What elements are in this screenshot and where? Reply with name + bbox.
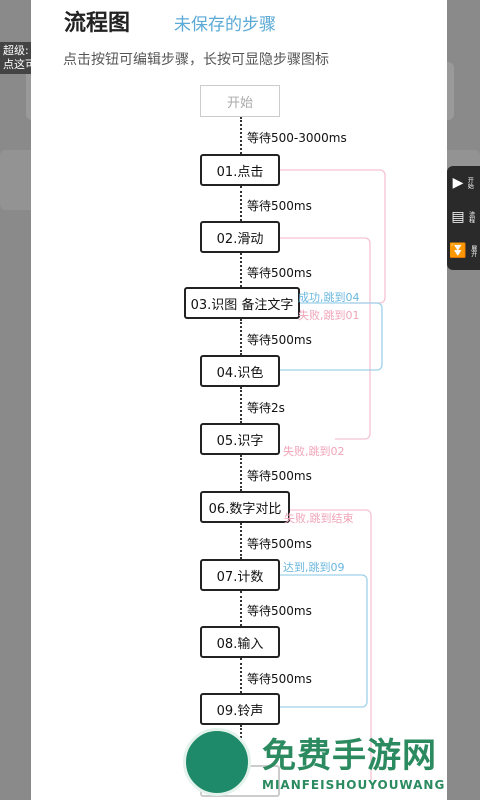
dialog-title: 流程图 <box>64 11 131 36</box>
start-node[interactable]: 开始 <box>200 85 280 117</box>
connector <box>240 523 242 559</box>
branch-label-fail-end: 失败,跳到结束 <box>284 512 354 525</box>
step-07-button[interactable]: 07.计数 <box>200 559 280 591</box>
flow-button[interactable]: ▤流程 <box>451 209 475 225</box>
branch-label-reach-09: 达到,跳到09 <box>283 561 345 574</box>
flowchart-dialog: 流程图 未保存的步骤 点击按钮可编辑步骤，长按可显隐步骤图标 开始 等待500-… <box>31 0 447 800</box>
wait-label: 等待500ms <box>247 604 312 618</box>
connector <box>240 319 242 355</box>
flow-icon: ▤ <box>451 209 465 225</box>
branch-label-fail-02: 失败,跳到02 <box>283 445 345 458</box>
dialog-hint: 点击按钮可编辑步骤，长按可显隐步骤图标 <box>63 52 329 68</box>
expand-button[interactable]: ⏬展开 <box>449 243 477 259</box>
play-icon: ▶ <box>452 175 464 191</box>
play-button[interactable]: ▶开始 <box>452 175 474 191</box>
connector <box>240 387 242 423</box>
branch-links <box>280 169 386 780</box>
connector <box>240 186 242 221</box>
step-08-button[interactable]: 08.输入 <box>200 626 280 658</box>
connector <box>240 455 242 491</box>
branch-label-fail-01: 失败,跳到01 <box>298 309 360 322</box>
step-02-button[interactable]: 02.滑动 <box>200 221 280 253</box>
link-fail-01 <box>280 169 386 304</box>
connector <box>240 591 242 626</box>
wait-label: 等待500ms <box>247 537 312 551</box>
wait-label: 等待500-3000ms <box>247 131 347 145</box>
wait-label: 等待500ms <box>247 672 312 686</box>
step-04-button[interactable]: 04.识色 <box>200 355 280 387</box>
step-09-button[interactable]: 09.铃声 <box>200 693 280 725</box>
link-reach-09 <box>280 574 368 708</box>
watermark-logo <box>183 728 251 796</box>
link-success-04 <box>280 302 383 371</box>
connector <box>240 253 242 287</box>
wait-label: 等待500ms <box>247 333 312 347</box>
expand-icon: ⏬ <box>449 243 467 259</box>
connector <box>240 658 242 693</box>
branch-label-success-04: 成功,跳到04 <box>298 291 360 304</box>
wait-label: 等待500ms <box>247 199 312 213</box>
wait-label: 等待500ms <box>247 266 312 280</box>
dialog-subtitle: 未保存的步骤 <box>174 15 276 35</box>
wait-label: 等待2s <box>247 401 285 415</box>
wait-label: 等待500ms <box>247 469 312 483</box>
link-fail-end <box>280 509 372 780</box>
watermark-text: 免费手游网 <box>262 736 437 776</box>
watermark-subtext: MIANFEISHOUYOUWANG <box>262 778 446 792</box>
step-06-button[interactable]: 06.数字对比 <box>200 491 290 523</box>
floating-side-panel: ▶开始 ▤流程 ⏬展开 <box>447 166 480 270</box>
connector <box>240 117 242 154</box>
link-fail-02 <box>280 237 371 440</box>
step-03-button[interactable]: 03.识图 备注文字 <box>184 287 300 319</box>
step-05-button[interactable]: 05.识字 <box>200 423 280 455</box>
step-01-button[interactable]: 01.点击 <box>200 154 280 186</box>
